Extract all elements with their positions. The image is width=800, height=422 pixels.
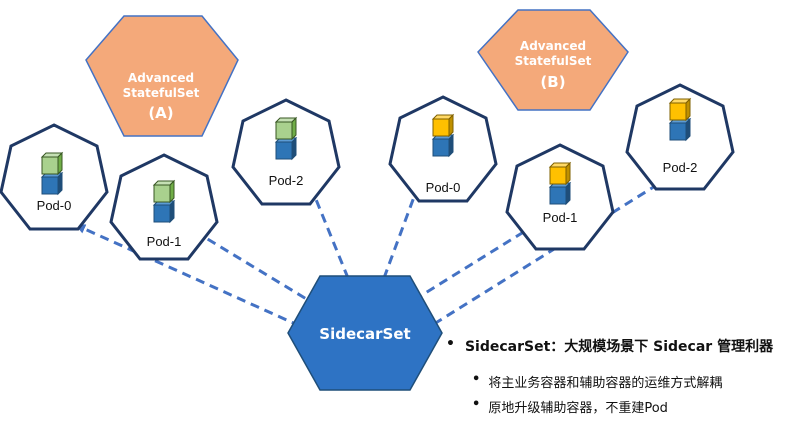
blue-cube-icon [432, 134, 454, 157]
statefulset-b-title-line1: Advanced [520, 39, 586, 53]
bullet-dot-icon: • [472, 372, 481, 387]
sidecarset-hexagon: SidecarSet [287, 275, 443, 391]
statefulset-a-letter: (A) [148, 104, 173, 122]
statefulset-b-hexagon: Advanced StatefulSet (B) [477, 9, 629, 111]
feature-bullets: • SidecarSet：大规模场景下 Sidecar 管理利器 • 将主业务容… [446, 336, 796, 422]
pod-b2: Pod-2 [625, 83, 735, 191]
pod-label: Pod-1 [147, 234, 182, 249]
pod-a1: Pod-1 [109, 153, 219, 261]
sub-bullet-text: 原地升级辅助容器，不重建Pod [488, 401, 668, 416]
bullet-dot-icon: • [446, 336, 455, 352]
pod-label: Pod-2 [663, 160, 698, 175]
statefulset-b-letter: (B) [540, 73, 565, 91]
yellow-cube-icon [548, 161, 572, 186]
pod-a2: Pod-2 [231, 98, 341, 206]
yellow-cube-icon [431, 113, 455, 138]
green-cube-icon [152, 179, 176, 204]
green-cube-icon [274, 116, 298, 141]
pod-a0: Pod-0 [0, 123, 109, 231]
yellow-cube-icon [668, 97, 692, 122]
pod-label: Pod-1 [543, 210, 578, 225]
blue-cube-icon [549, 182, 571, 205]
sub-bullet-text: 将主业务容器和辅助容器的运维方式解耦 [488, 376, 723, 391]
statefulset-a-hexagon: Advanced StatefulSet (A) [85, 15, 239, 137]
pod-b0: Pod-0 [388, 95, 498, 203]
connector-line [193, 230, 319, 308]
blue-cube-icon [41, 172, 63, 195]
green-cube-icon [40, 151, 64, 176]
statefulset-b-title-line2: StatefulSet [515, 54, 592, 68]
pod-label: Pod-0 [426, 180, 461, 195]
blue-cube-icon [275, 137, 297, 160]
pod-label: Pod-0 [37, 198, 72, 213]
sidecarset-label: SidecarSet [319, 325, 410, 343]
pod-label: Pod-2 [269, 173, 304, 188]
connector-line [433, 176, 671, 326]
blue-cube-icon [153, 200, 175, 223]
connector-line [413, 226, 533, 302]
main-bullet: • SidecarSet：大规模场景下 Sidecar 管理利器 [446, 336, 796, 356]
statefulset-a-title-line1: Advanced [128, 71, 194, 85]
blue-cube-icon [669, 118, 691, 141]
bullet-dot-icon: • [472, 397, 481, 412]
connector-line [75, 224, 301, 328]
sub-bullet: • 将主业务容器和辅助容器的运维方式解耦 [472, 372, 796, 391]
main-bullet-text: SidecarSet：大规模场景下 Sidecar 管理利器 [464, 339, 774, 355]
pod-b1: Pod-1 [505, 143, 615, 251]
sub-bullet: • 原地升级辅助容器，不重建Pod [472, 397, 796, 416]
statefulset-a-title-line2: StatefulSet [123, 86, 200, 100]
